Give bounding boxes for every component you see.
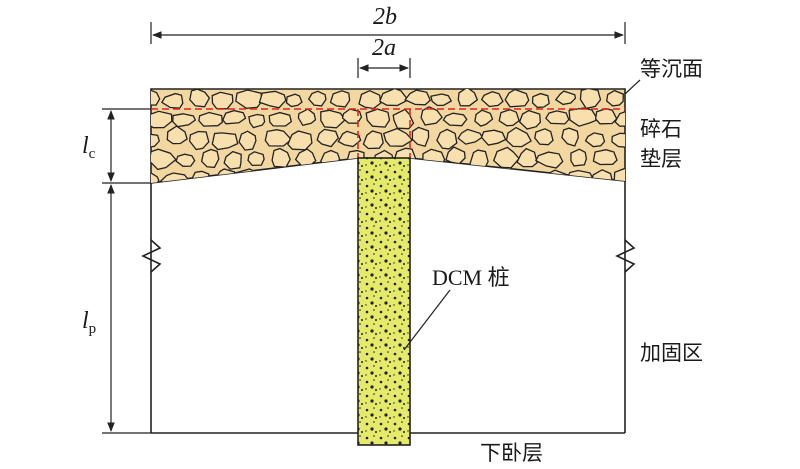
gravel-stone [465, 169, 485, 183]
gravel-stone [517, 170, 537, 183]
gravel-stone [422, 148, 446, 168]
gravel-stone [151, 89, 161, 106]
gravel-stone [172, 113, 197, 128]
dimension-2b: 2b [150, 4, 626, 44]
gravel-stone [418, 170, 438, 183]
gravel-stone [151, 171, 160, 183]
gravel-stone [614, 108, 625, 127]
label-dcm-pile: DCM 桩 [432, 265, 510, 290]
gravel-stone [223, 150, 242, 170]
label-underlying-layer: 下卧层 [480, 441, 543, 465]
gravel-stone [175, 153, 196, 167]
gravel-stone [579, 89, 602, 110]
gravel-stone [531, 92, 550, 109]
gravel-stone [430, 93, 453, 107]
gravel-stone [198, 111, 223, 127]
gravel-stone [570, 148, 588, 167]
zigzag-break-icon [141, 239, 162, 273]
gravel-stone [534, 128, 554, 146]
label-gravel-line1: 碎石 [640, 117, 682, 141]
gravel-stone [188, 130, 210, 151]
gravel-stone [474, 109, 494, 127]
gravel-stone [287, 165, 315, 183]
gravel-stone [258, 90, 287, 109]
gravel-stone [211, 91, 234, 110]
gravel-stone [442, 112, 468, 127]
gravel-stone [235, 89, 263, 109]
gravel-stone [268, 111, 293, 127]
label-2a: 2a [372, 35, 396, 61]
gravel-stone [561, 127, 579, 147]
dcm-pile [357, 157, 411, 446]
zigzag-break-icon [615, 239, 636, 273]
gravel-stone [480, 91, 504, 108]
gravel-stone [404, 89, 432, 106]
gravel-stone [592, 149, 618, 166]
gravel-stone [606, 89, 624, 107]
gravel-stone [545, 110, 570, 125]
gravel-stone [516, 147, 538, 168]
gravel-stone [535, 151, 564, 169]
equal-settlement-dashes [151, 108, 625, 158]
gravel-stone [297, 108, 317, 127]
gravel-stone [211, 132, 239, 151]
gravel-stone [238, 130, 257, 151]
label-equal-settlement-plane: 等沉面 [640, 57, 703, 81]
gravel-stone [378, 89, 409, 107]
gravel-stone [457, 89, 479, 107]
gravel-stone [151, 110, 173, 129]
gravel-stone [318, 169, 339, 183]
gravel-stone [594, 108, 618, 125]
dimension-lp: lp [82, 184, 151, 434]
gravel-stone [285, 93, 303, 108]
label-lp: lp [82, 308, 96, 337]
gravel-stone [365, 108, 391, 128]
dimension-lc: lc [82, 108, 151, 184]
gravel-stone [287, 130, 313, 151]
gravel-stone [320, 109, 346, 129]
gravel-stone [337, 130, 362, 148]
gravel-stone [382, 127, 414, 147]
gravel-stone [457, 128, 484, 145]
gravel-stone [554, 90, 577, 106]
gravel-stone [568, 107, 599, 127]
label-lc: lc [82, 133, 96, 162]
gravel-stone [264, 129, 293, 147]
label-reinforced-zone: 加固区 [640, 341, 703, 365]
gravel-stone [495, 166, 514, 183]
leader-equal-settlement [624, 79, 641, 95]
gravel-stone [392, 108, 415, 130]
dimension-2a: 2a [357, 35, 411, 78]
gravel-stone [200, 148, 220, 169]
gravel-stone [480, 129, 507, 146]
gravel-stone [505, 126, 532, 148]
gravel-stone [504, 89, 530, 108]
gravel-stone [307, 90, 327, 107]
gravel-stone [151, 148, 177, 171]
gravel-stone [166, 125, 188, 145]
gravel-stone [190, 170, 210, 183]
gravel-stone [362, 130, 384, 150]
gravel-stone [222, 109, 247, 125]
gravel-stone [151, 133, 161, 149]
gravel-stone [420, 106, 443, 126]
label-gravel-line2: 垫层 [640, 147, 682, 171]
gravel-stone [439, 163, 462, 183]
gravel-stone [248, 113, 266, 129]
gravel-stone [411, 126, 430, 147]
gravel-stone [584, 132, 606, 148]
label-2b: 2b [373, 4, 397, 30]
gravel-stone [247, 151, 265, 167]
gravel-stone [498, 109, 520, 127]
gravel-stone [161, 92, 184, 109]
gravel-stone [262, 170, 291, 183]
gravel-stone [316, 128, 340, 148]
gravel-stone [329, 90, 351, 108]
gravel-stone [518, 109, 542, 130]
gravel-stone [611, 132, 625, 148]
gravel-stone [436, 128, 458, 150]
gravel-stone [189, 89, 211, 108]
leader-pile [403, 289, 451, 351]
